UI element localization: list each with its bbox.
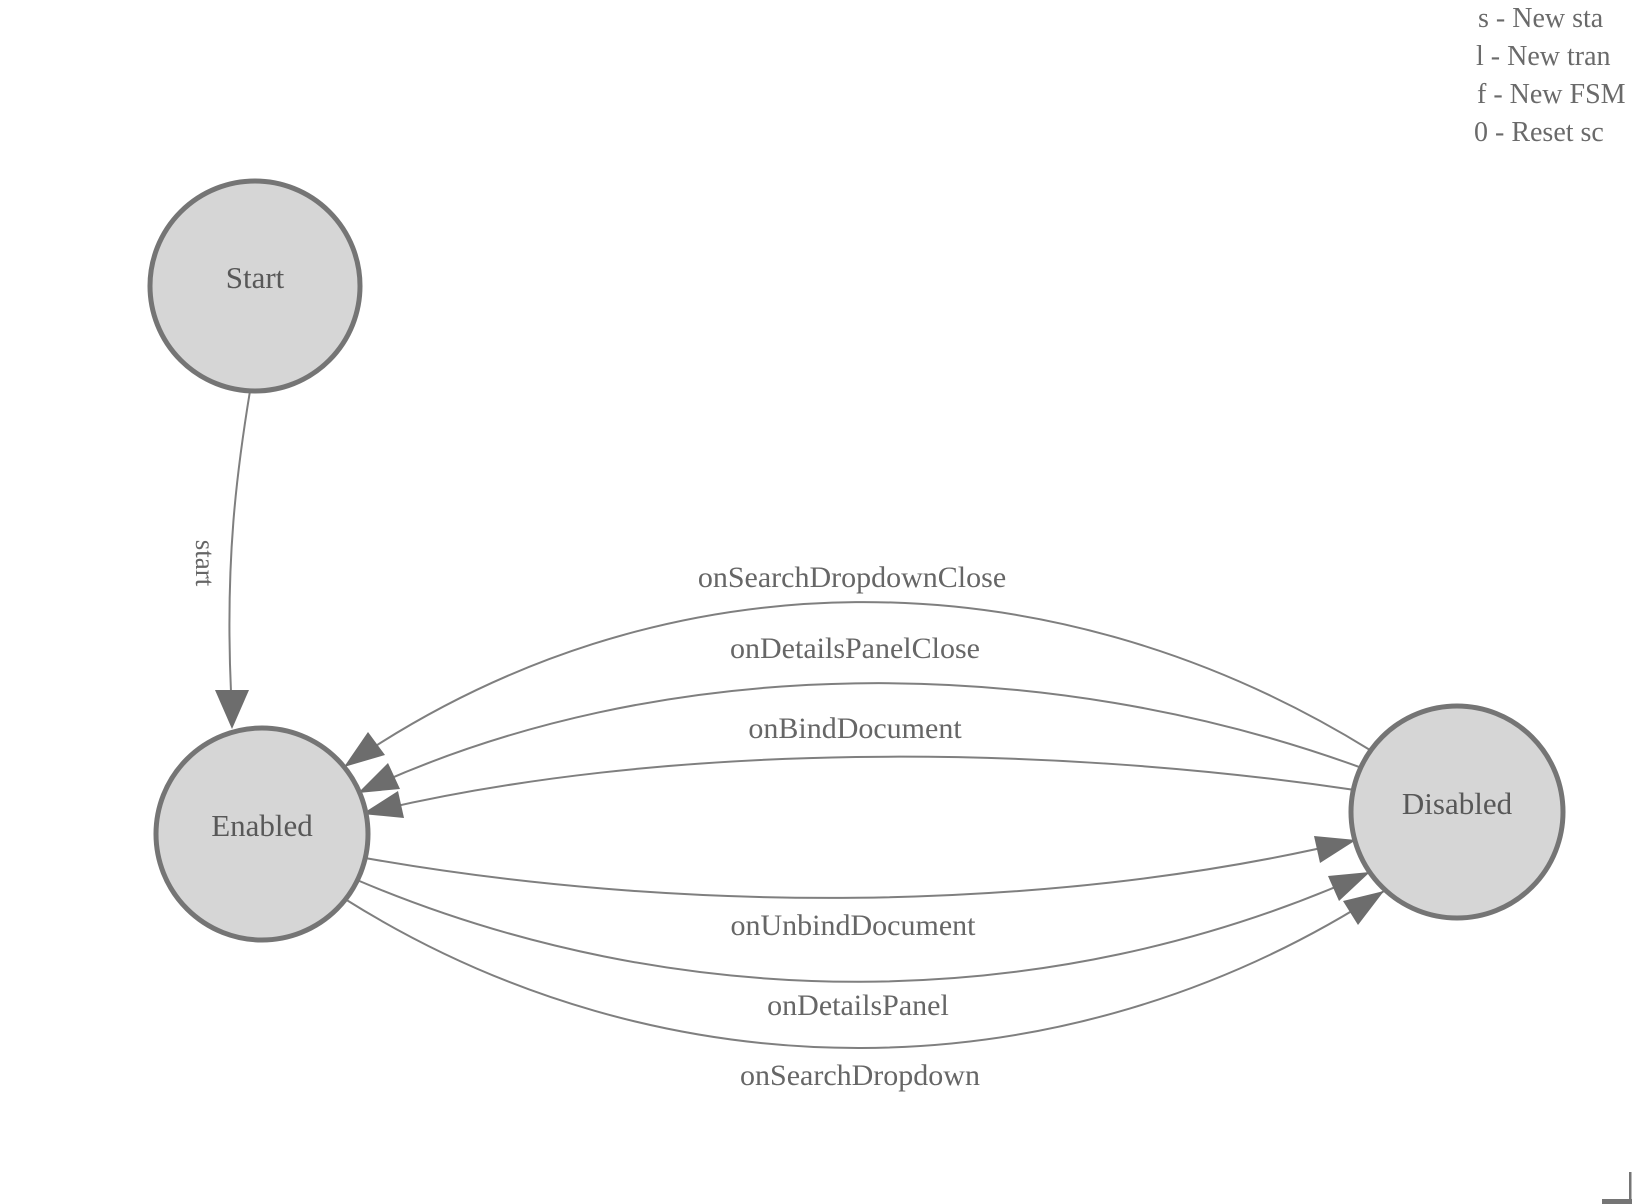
edge-on-search-dropdown: onSearchDropdown (344, 890, 1385, 1092)
state-node-enabled[interactable]: Enabled (153, 725, 371, 943)
state-label-disabled: Disabled (1402, 786, 1513, 821)
minimap-corner-hbar (1602, 1199, 1632, 1204)
state-circle-enabled[interactable] (153, 725, 371, 943)
arrowhead (1314, 836, 1356, 863)
legend-line-reset: 0 - Reset sc (1474, 117, 1604, 148)
edge-label-on-bind-document: onBindDocument (748, 712, 962, 745)
minimap-corner (1602, 1172, 1632, 1204)
edge-on-details-panel-close: onDetailsPanelClose (357, 632, 1363, 794)
arrowhead (362, 791, 404, 818)
edge-path (228, 390, 251, 693)
edge-path (356, 871, 1371, 983)
edge-label-on-search-dropdown-close: onSearchDropdownClose (698, 561, 1006, 594)
edge-label-start: start (190, 540, 220, 587)
edge-on-details-panel: onDetailsPanel (356, 871, 1371, 1022)
edge-path (343, 601, 1371, 768)
arrowhead (358, 763, 400, 793)
edge-start: start (190, 390, 251, 729)
edge-on-unbind-document: onUnbindDocument (364, 836, 1357, 942)
edge-path (361, 755, 1356, 815)
state-nodes: Start Enabled Disabled (147, 178, 1566, 943)
legend-line-new-fsm: f - New FSM (1477, 79, 1626, 110)
arrowhead (344, 732, 385, 767)
state-node-disabled[interactable]: Disabled (1348, 703, 1566, 921)
edge-path (357, 682, 1363, 794)
arrowhead (1343, 891, 1384, 925)
edge-on-search-dropdown-close: onSearchDropdownClose (343, 561, 1371, 768)
arrowhead (1328, 872, 1370, 901)
edge-on-bind-document: onBindDocument (361, 712, 1356, 818)
state-label-start: Start (226, 260, 285, 295)
edge-label-on-details-panel-close: onDetailsPanelClose (730, 632, 980, 665)
minimap-corner-vline (1629, 1172, 1632, 1202)
state-label-enabled: Enabled (211, 808, 313, 843)
legend: s - New sta l - New tran f - New FSM 0 -… (1474, 3, 1626, 148)
state-circle-start[interactable] (147, 178, 363, 394)
edge-label-on-details-panel: onDetailsPanel (767, 989, 949, 1022)
legend-line-new-state: s - New sta (1478, 3, 1604, 34)
legend-line-new-transition: l - New tran (1476, 41, 1611, 72)
state-circle-disabled[interactable] (1348, 703, 1566, 921)
arrowhead (215, 690, 249, 729)
edge-path (364, 839, 1357, 899)
edge-label-on-unbind-document: onUnbindDocument (731, 909, 977, 942)
edge-label-on-search-dropdown: onSearchDropdown (740, 1059, 980, 1092)
edge-path (344, 890, 1385, 1049)
edges: start onSearchDropdownClose onDetailsPan… (190, 390, 1385, 1092)
state-node-start[interactable]: Start (147, 178, 363, 394)
